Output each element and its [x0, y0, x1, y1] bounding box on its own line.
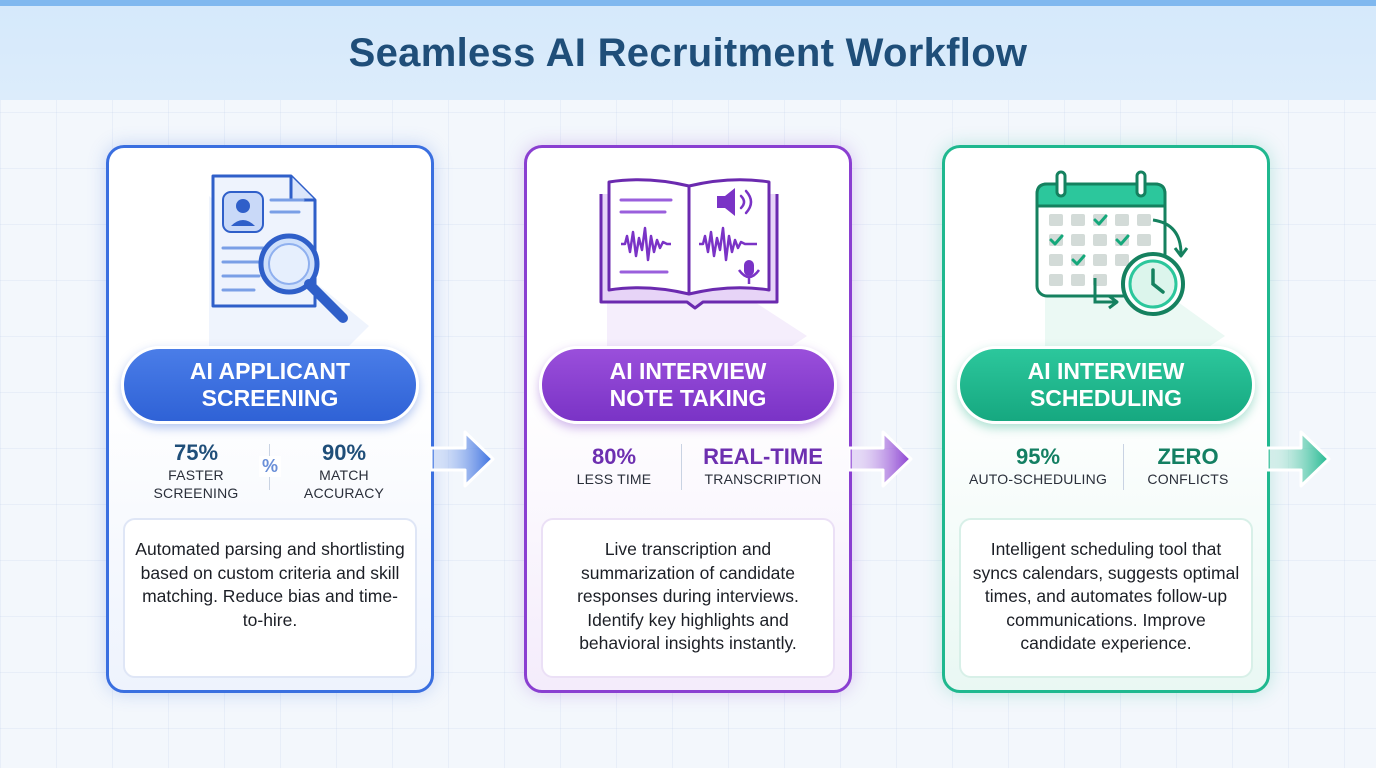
- description-box: Automated parsing and shortlisting based…: [123, 518, 417, 678]
- page-title: Seamless AI Recruitment Workflow: [348, 30, 1028, 75]
- card-title-line2: SCREENING: [201, 385, 339, 411]
- description-text: Intelligent scheduling tool that syncs c…: [972, 539, 1240, 653]
- description-text: Automated parsing and shortlisting based…: [135, 539, 405, 630]
- stat-right-value: 90%: [321, 440, 367, 465]
- stat-right-value: ZERO: [1157, 444, 1219, 469]
- stat-left-value: 75%: [173, 440, 219, 465]
- stat-left-label-1: FASTER: [168, 467, 224, 483]
- top-accent-bar: [0, 0, 1376, 6]
- stat-right-label-1: CONFLICTS: [1147, 471, 1229, 487]
- stat-right: ZERO CONFLICTS: [1123, 444, 1253, 488]
- description-box: Live transcription and summarization of …: [541, 518, 835, 678]
- card-title-line2: NOTE TAKING: [609, 385, 767, 411]
- book-audio-transcript-icon: [527, 166, 849, 356]
- stat-right-label-1: TRANSCRIPTION: [704, 471, 822, 487]
- stats-separator: %: [259, 456, 281, 477]
- card-title-line2: SCHEDULING: [1029, 385, 1183, 411]
- card-applicant-screening: AI APPLICANT SCREENING 75% FASTER SCREEN…: [106, 145, 434, 693]
- header-banner: Seamless AI Recruitment Workflow: [0, 6, 1376, 100]
- card-interview-note-taking: AI INTERVIEW NOTE TAKING 80% LESS TIME R…: [524, 145, 852, 693]
- arrow-right-icon: [849, 424, 915, 494]
- stat-left-label-1: AUTO-SCHEDULING: [968, 471, 1108, 487]
- stat-left: 95% AUTO-SCHEDULING: [951, 444, 1125, 488]
- card-title-pill: AI INTERVIEW SCHEDULING: [957, 346, 1255, 424]
- card-title-line1: AI INTERVIEW: [609, 358, 767, 384]
- card-interview-scheduling: AI INTERVIEW SCHEDULING 95% AUTO-SCHEDUL…: [942, 145, 1270, 693]
- card-title-line1: AI APPLICANT: [189, 358, 351, 384]
- stat-left: 75% FASTER SCREENING: [121, 440, 271, 502]
- stats-row: 95% AUTO-SCHEDULING ZERO CONFLICTS: [945, 440, 1267, 504]
- arrow-right-icon: [431, 424, 497, 494]
- stat-left: 80% LESS TIME: [539, 444, 689, 488]
- stat-right: REAL-TIME TRANSCRIPTION: [681, 444, 845, 488]
- card-title-pill: AI INTERVIEW NOTE TAKING: [539, 346, 837, 424]
- description-box: Intelligent scheduling tool that syncs c…: [959, 518, 1253, 678]
- stats-divider: [1123, 444, 1124, 490]
- calendar-clock-icon: [945, 166, 1267, 356]
- stat-right-label-1: MATCH: [319, 467, 369, 483]
- stat-left-label-1: LESS TIME: [576, 471, 652, 487]
- arrow-right-icon: [1267, 424, 1333, 494]
- stat-right-label-2: ACCURACY: [303, 485, 385, 501]
- stat-left-value: 95%: [1015, 444, 1061, 469]
- stat-right: 90% MATCH ACCURACY: [269, 440, 419, 502]
- description-text: Live transcription and summarization of …: [577, 539, 799, 653]
- stat-left-label-2: SCREENING: [153, 485, 239, 501]
- stat-right-value: REAL-TIME: [703, 444, 823, 469]
- stats-row: 75% FASTER SCREENING % 90% MATCH ACCURAC…: [109, 440, 431, 504]
- stats-divider: [681, 444, 682, 490]
- card-title-line1: AI INTERVIEW: [1027, 358, 1185, 384]
- stats-row: 80% LESS TIME REAL-TIME TRANSCRIPTION: [527, 440, 849, 504]
- stat-left-value: 80%: [591, 444, 637, 469]
- resume-magnifier-icon: [109, 166, 431, 356]
- card-title-pill: AI APPLICANT SCREENING: [121, 346, 419, 424]
